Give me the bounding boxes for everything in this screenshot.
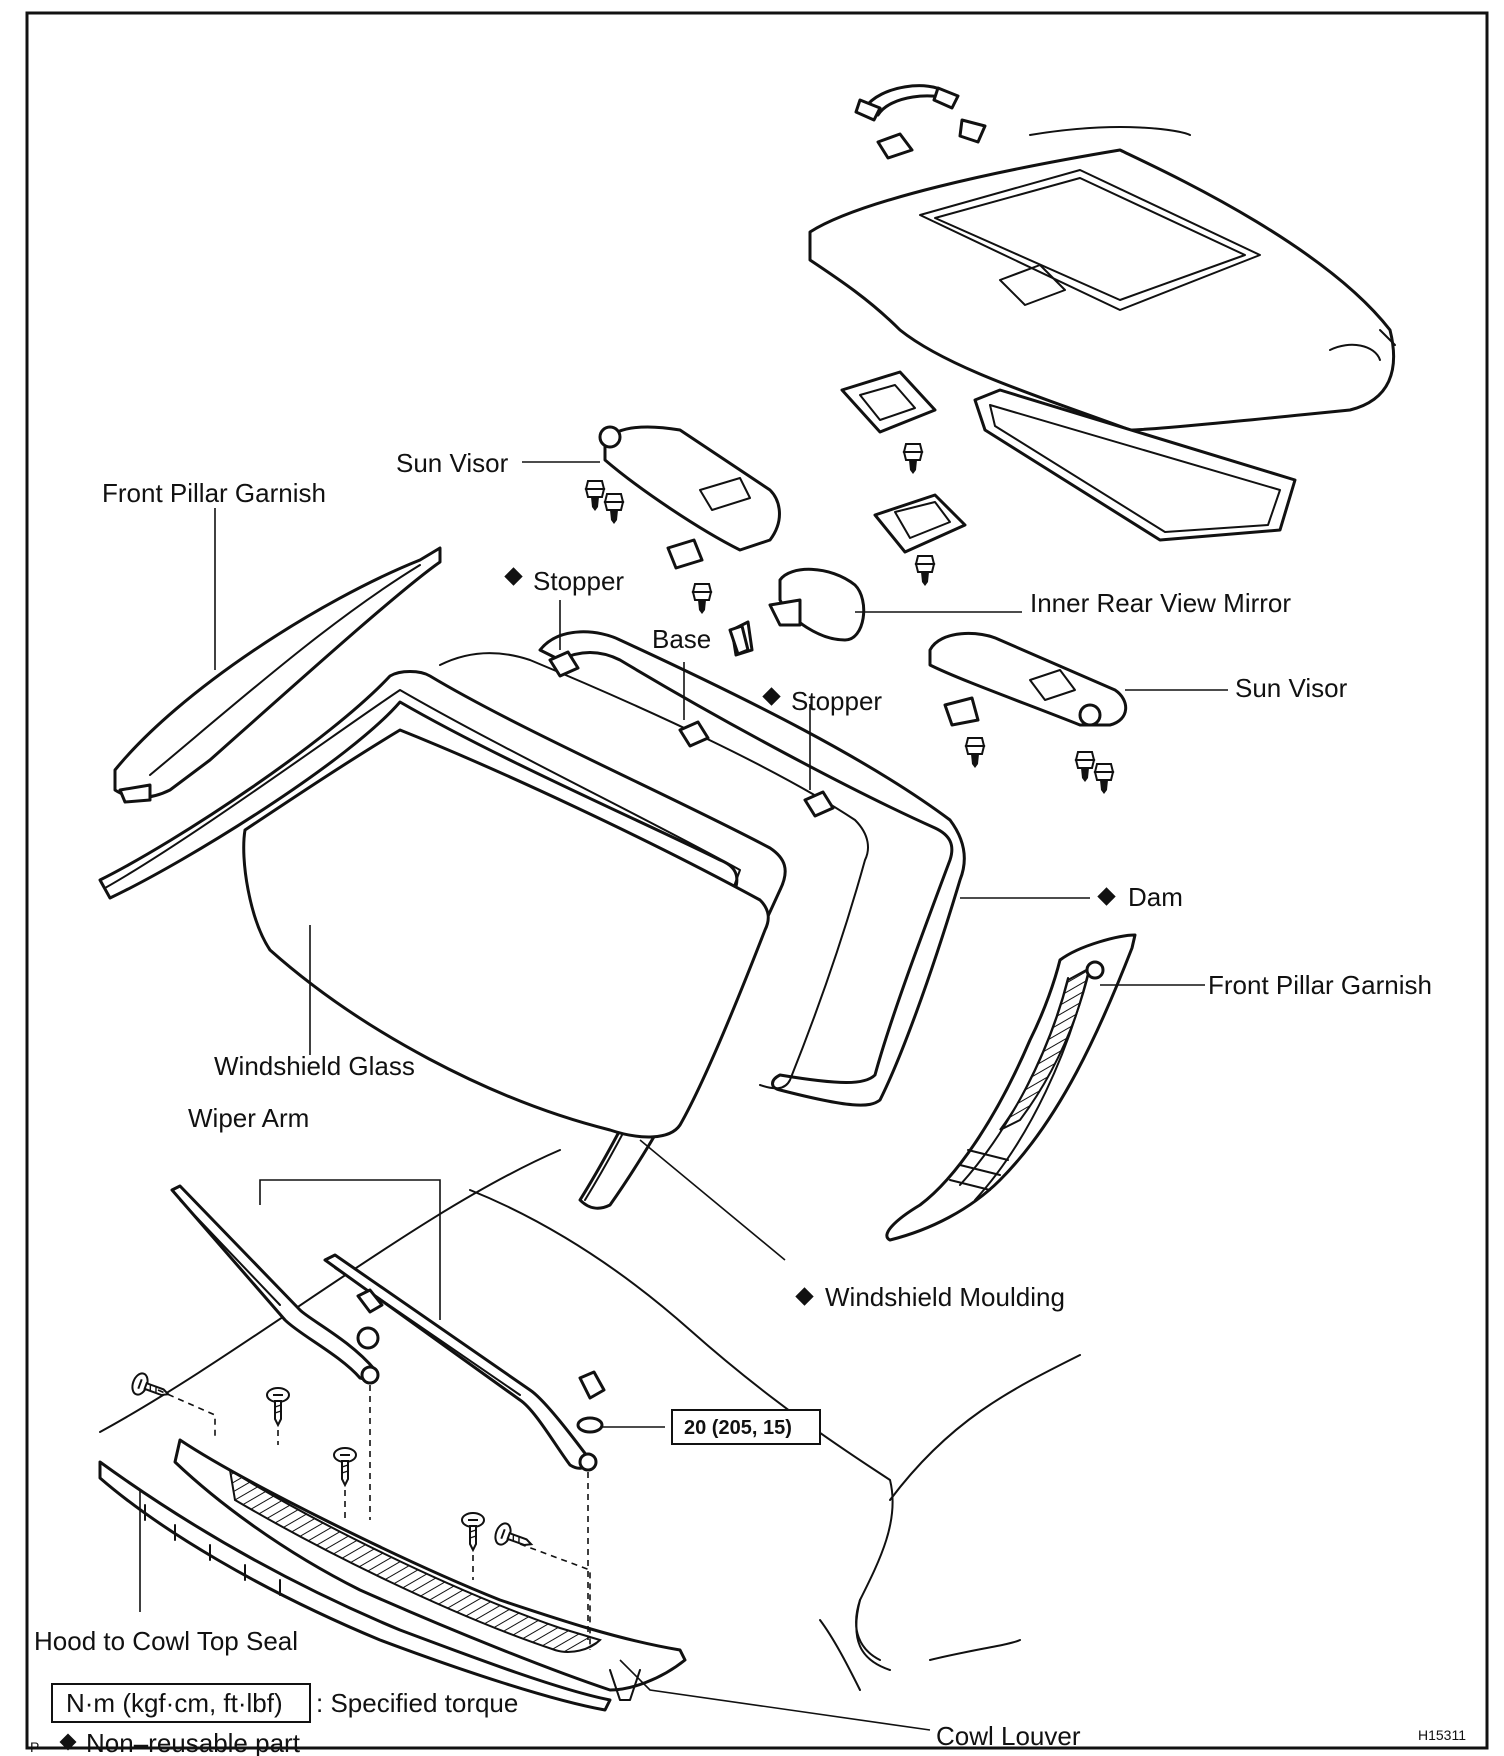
sun-visor-left xyxy=(585,425,781,615)
svg-text:Stopper: Stopper xyxy=(533,566,624,596)
label-dam: Dam xyxy=(1097,882,1183,912)
label-inner-rear-view-mirror: Inner Rear View Mirror xyxy=(1030,588,1291,618)
label-base: Base xyxy=(652,624,711,654)
page-frame xyxy=(25,11,1489,1750)
roof-headliner xyxy=(808,126,1396,542)
legend: N·m (kgf·cm, ft·lbf) : Specified torque … xyxy=(30,1683,518,1756)
label-hood-to-cowl-top-seal: Hood to Cowl Top Seal xyxy=(34,1626,298,1656)
room-light xyxy=(840,370,967,587)
label-front-pillar-garnish-right: Front Pillar Garnish xyxy=(1208,970,1432,1000)
torque-callout: 20 (205, 15) xyxy=(671,1409,821,1445)
svg-text:Stopper: Stopper xyxy=(791,686,882,716)
hood-to-cowl-top-seal xyxy=(98,1460,612,1712)
cowl-louver xyxy=(173,1438,687,1701)
label-stopper-upper: Stopper xyxy=(504,566,624,596)
wiper-arms xyxy=(170,1184,606,1472)
windshield-glass xyxy=(242,652,869,1139)
label-stopper-lower: Stopper xyxy=(762,686,882,716)
leader-lines xyxy=(139,461,1228,1731)
svg-text:Windshield Moulding: Windshield Moulding xyxy=(825,1282,1065,1312)
figure-code: H15311 xyxy=(1418,1727,1466,1743)
label-cowl-louver: Cowl Louver xyxy=(936,1721,1081,1751)
svg-text:N·m (kgf·cm, ft·lbf): N·m (kgf·cm, ft·lbf) xyxy=(66,1688,283,1718)
dam xyxy=(538,630,966,1107)
inner-rear-view-mirror xyxy=(730,567,866,657)
label-windshield-glass: Windshield Glass xyxy=(214,1051,415,1081)
svg-text:Non–reusable part: Non–reusable part xyxy=(86,1728,301,1756)
svg-text:20 (205, 15): 20 (205, 15) xyxy=(684,1417,792,1439)
svg-text:: Specified torque: : Specified torque xyxy=(316,1688,518,1718)
label-windshield-moulding: Windshield Moulding xyxy=(795,1282,1065,1312)
front-pillar-garnish-right xyxy=(885,933,1137,1242)
label-front-pillar-garnish-left: Front Pillar Garnish xyxy=(102,478,326,508)
label-wiper-arm: Wiper Arm xyxy=(188,1103,309,1133)
assist-grip xyxy=(854,84,987,160)
sun-visor-right xyxy=(928,631,1128,795)
label-sun-visor-right: Sun Visor xyxy=(1235,673,1348,703)
svg-text:Dam: Dam xyxy=(1128,882,1183,912)
label-sun-visor-upper: Sun Visor xyxy=(396,448,509,478)
front-pillar-garnish-left xyxy=(113,546,442,804)
hood-outline xyxy=(99,1149,1081,1691)
svg-text:P: P xyxy=(30,1739,39,1755)
stoppers xyxy=(548,624,835,818)
